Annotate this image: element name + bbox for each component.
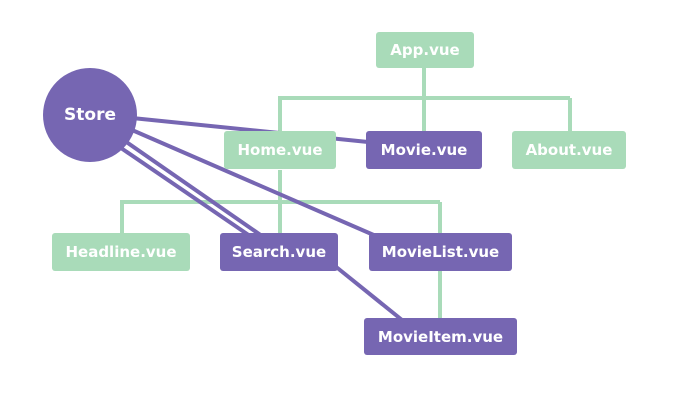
store-line-to-search-a (123, 139, 264, 238)
store-line-to-movielist (131, 128, 377, 238)
about-vue-node: About.vue (512, 131, 626, 169)
store-line-search-to-movieitem (333, 264, 404, 322)
movie-vue-node: Movie.vue (366, 131, 482, 169)
store-line-to-search-b (119, 146, 252, 238)
app-vue-node: App.vue (376, 32, 474, 68)
headline-vue-node: Headline.vue (52, 233, 190, 271)
movielist-vue-node: MovieList.vue (369, 233, 512, 271)
store-node: Store (43, 68, 137, 162)
home-vue-node: Home.vue (224, 131, 336, 169)
search-vue-node: Search.vue (220, 233, 338, 271)
movieitem-vue-node: MovieItem.vue (364, 318, 517, 355)
